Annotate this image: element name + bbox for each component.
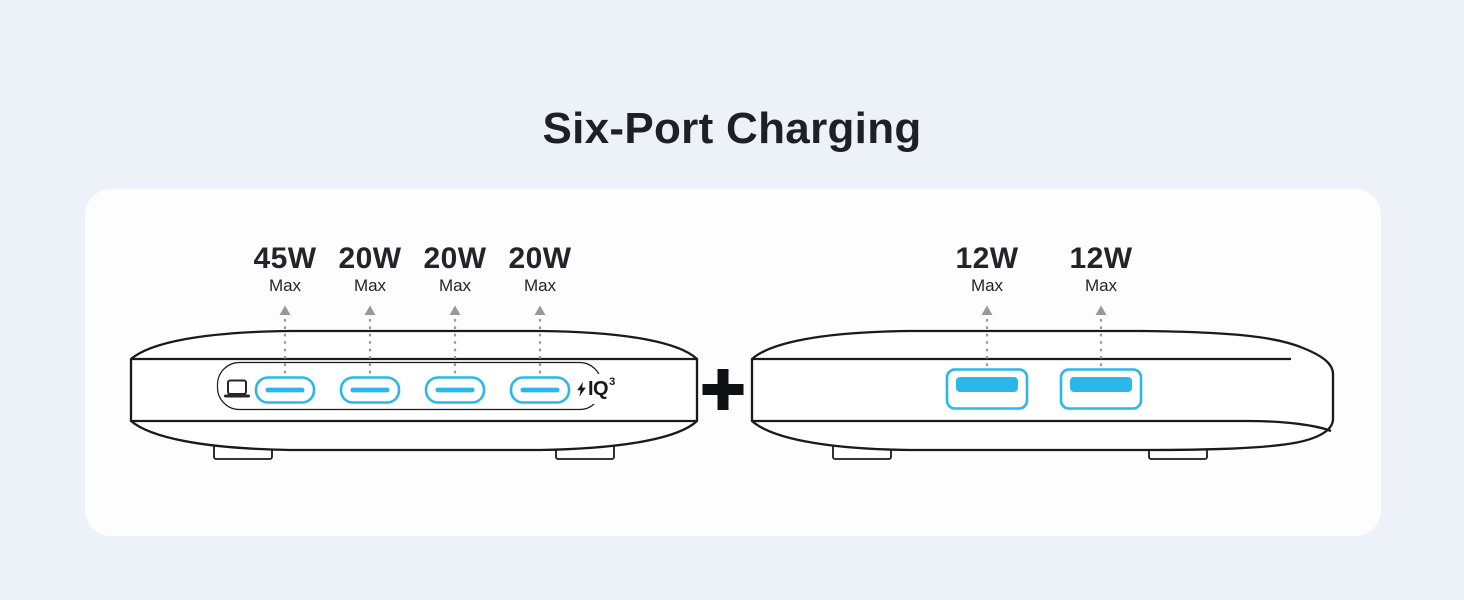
right-device [750, 329, 1335, 460]
port-label: 20W Max [410, 243, 500, 296]
port-label: 12W Max [942, 243, 1032, 296]
usb-c-port [509, 376, 571, 404]
watts-value: 20W [338, 242, 402, 275]
watts-value: 20W [508, 242, 572, 275]
section-title: Six-Port Charging [542, 104, 922, 153]
usb-c-port [424, 376, 486, 404]
port-label: 20W Max [495, 243, 585, 296]
arrow-up-icon [1095, 305, 1107, 315]
watts-value: 12W [1069, 242, 1133, 275]
max-caption: Max [438, 275, 472, 295]
arrow-up-icon [279, 305, 291, 315]
arrow-up-icon [449, 305, 461, 315]
arrow-up-icon [534, 305, 546, 315]
watts-value: 12W [955, 242, 1019, 275]
port-label: 20W Max [325, 243, 415, 296]
watts-value: 45W [253, 242, 317, 275]
laptop-icon [224, 379, 250, 398]
port-label: 12W Max [1056, 243, 1146, 296]
usb-c-port [339, 376, 401, 404]
max-caption: Max [523, 275, 557, 295]
arrow-up-icon [364, 305, 376, 315]
max-caption: Max [268, 275, 302, 295]
iq-badge-superscript: 3 [609, 376, 616, 388]
back-face-bottom-edge [752, 419, 1332, 433]
usb-a-port [1059, 368, 1143, 410]
lightning-bolt-icon [577, 381, 586, 397]
usb-a-port [945, 368, 1029, 410]
max-caption: Max [970, 275, 1004, 295]
watts-value: 20W [423, 242, 487, 275]
arrow-up-icon [981, 305, 993, 315]
iq-badge-text: IQ [588, 377, 609, 400]
right-device-body [750, 329, 1335, 452]
max-caption: Max [353, 275, 387, 295]
left-device [129, 329, 699, 460]
plus-icon [702, 369, 744, 410]
usb-c-port [254, 376, 316, 404]
poweriq-badge: IQ 3 [574, 374, 618, 404]
max-caption: Max [1084, 275, 1118, 295]
port-label: 45W Max [240, 243, 330, 296]
connector-arrows [279, 305, 1107, 375]
